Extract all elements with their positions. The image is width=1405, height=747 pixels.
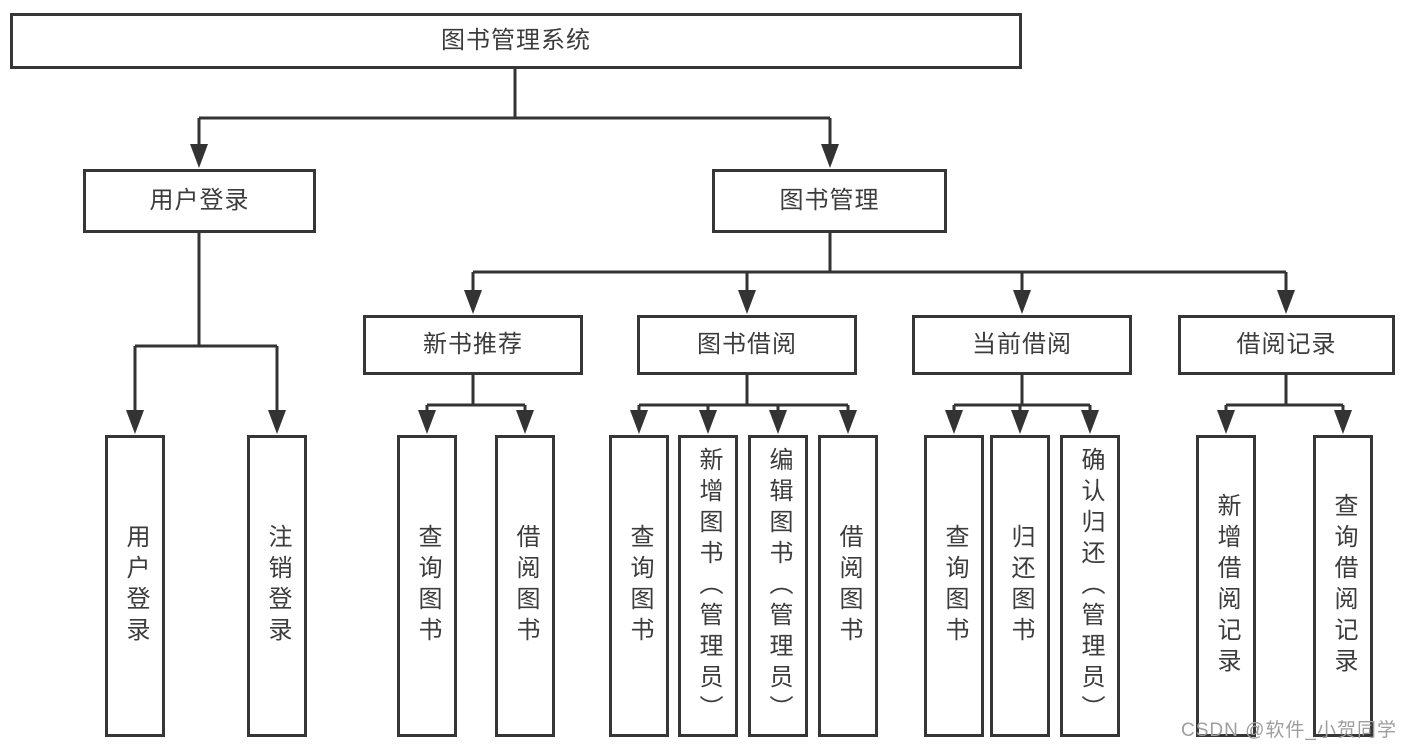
- leaf-query-borrow-record: 查询借阅记录: [1313, 435, 1373, 737]
- node-book-management: 图书管理: [712, 169, 947, 233]
- leaf-add-borrow-record: 新增借阅记录: [1196, 435, 1256, 737]
- node-label: 图书借阅: [697, 331, 797, 358]
- leaf-label: 新增图书（管理员）: [695, 446, 722, 726]
- leaf-label: 归还图书: [1007, 524, 1034, 648]
- leaf-label: 查询图书: [414, 524, 441, 648]
- leaf-label: 查询图书: [626, 524, 653, 648]
- leaf-query-books-recommend: 查询图书: [397, 435, 457, 737]
- leaf-label: 编辑图书（管理员）: [765, 446, 792, 726]
- leaf-label: 注销登录: [264, 524, 291, 648]
- leaf-borrow-books-recommend: 借阅图书: [495, 435, 555, 737]
- leaf-borrow-books: 借阅图书: [818, 435, 878, 737]
- leaf-label: 查询图书: [941, 524, 968, 648]
- leaf-label: 借阅图书: [835, 524, 862, 648]
- arrowheads: [126, 144, 1352, 434]
- node-book-management-system: 图书管理系统: [10, 13, 1022, 69]
- connector-paths: [133, 69, 1345, 420]
- node-borrowing-records: 借阅记录: [1178, 315, 1395, 375]
- leaf-return-books: 归还图书: [990, 435, 1050, 737]
- leaf-user-login: 用户登录: [105, 435, 165, 737]
- csdn-watermark: CSDN @软件_小贺同学: [1181, 720, 1397, 741]
- node-new-book-recommendation: 新书推荐: [363, 315, 583, 375]
- node-current-borrowing: 当前借阅: [912, 315, 1132, 375]
- node-user-login: 用户登录: [83, 169, 316, 233]
- leaf-confirm-return-admin: 确认归还（管理员）: [1060, 435, 1120, 737]
- leaf-label: 查询借阅记录: [1330, 493, 1357, 679]
- node-book-borrowing: 图书借阅: [637, 315, 857, 375]
- leaf-add-books-admin: 新增图书（管理员）: [678, 435, 738, 737]
- node-label: 借阅记录: [1236, 331, 1337, 358]
- leaf-edit-books-admin: 编辑图书（管理员）: [748, 435, 808, 737]
- node-label: 图书管理: [779, 187, 880, 214]
- leaf-logout: 注销登录: [247, 435, 307, 737]
- leaf-query-books-current: 查询图书: [924, 435, 984, 737]
- leaf-query-books-borrow: 查询图书: [609, 435, 669, 737]
- node-label: 新书推荐: [423, 331, 523, 358]
- leaf-label: 确认归还（管理员）: [1077, 446, 1104, 726]
- leaf-label: 借阅图书: [512, 524, 539, 648]
- node-label: 图书管理系统: [441, 27, 591, 54]
- node-label: 当前借阅: [972, 331, 1072, 358]
- leaf-label: 新增借阅记录: [1213, 493, 1240, 679]
- node-label: 用户登录: [149, 187, 250, 214]
- leaf-label: 用户登录: [122, 524, 149, 648]
